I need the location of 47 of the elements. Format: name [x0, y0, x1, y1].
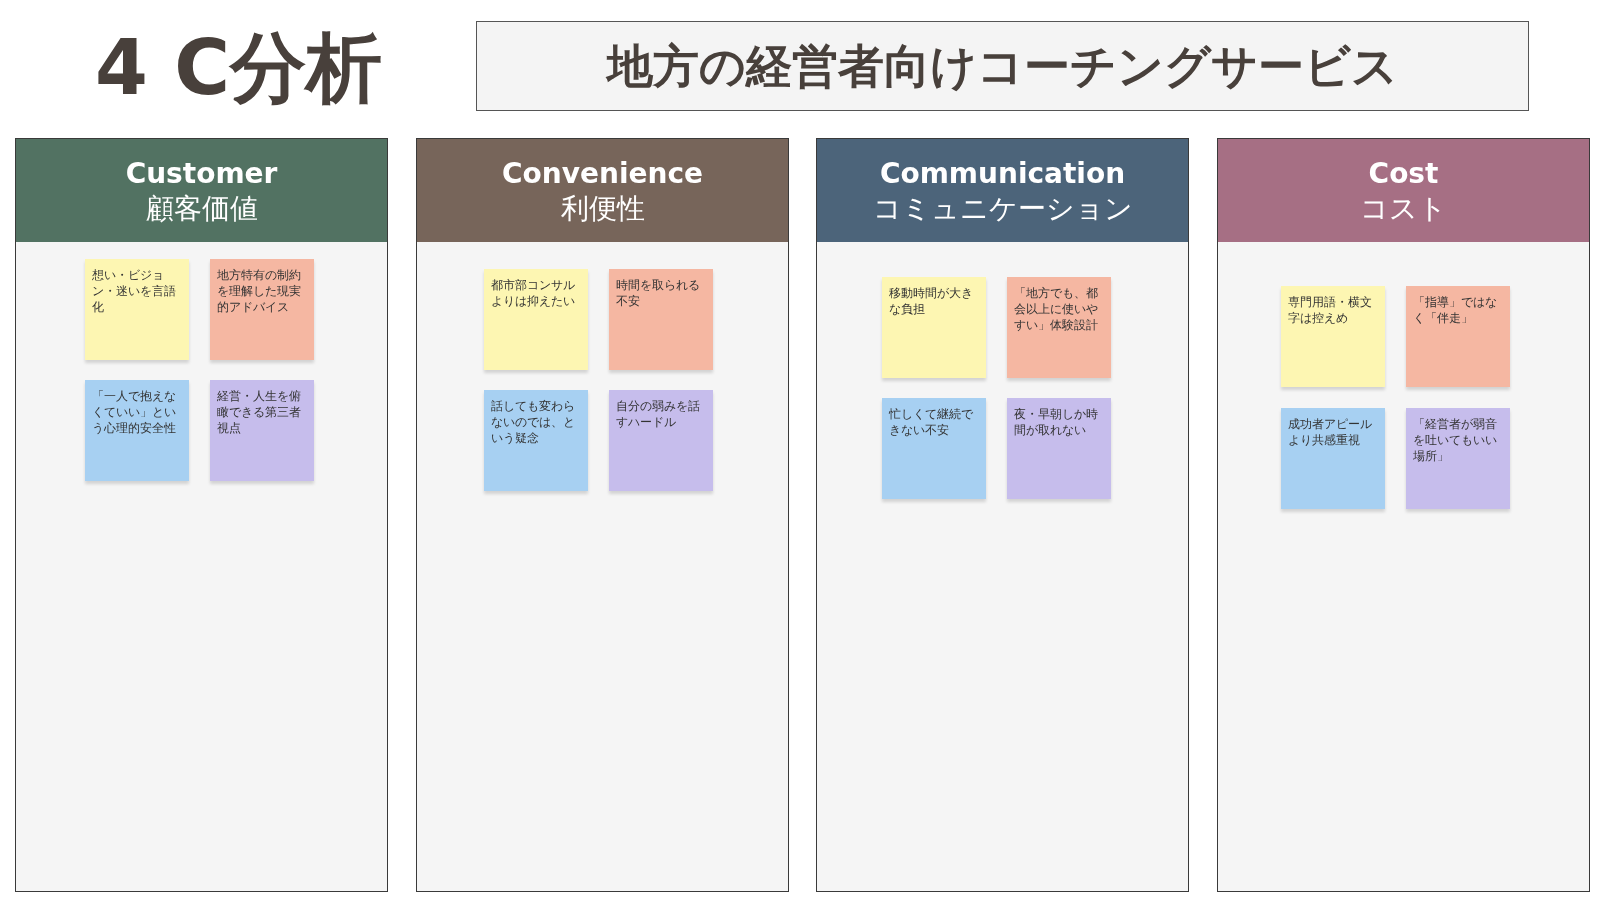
note-text: 「指導」ではなく「伴走」	[1413, 294, 1498, 326]
category-column	[816, 138, 1189, 892]
note-text: 移動時間が大きな負担	[889, 285, 974, 317]
note-text: 「地方でも、都会以上に使いやすい」体験設計	[1014, 285, 1099, 333]
category-name-en: Convenience	[502, 155, 703, 191]
sticky-note	[882, 398, 986, 499]
note-text: 話しても変わらないのでは、という疑念	[491, 398, 576, 446]
category-column	[1217, 138, 1590, 892]
page-title: 4 C分析	[95, 30, 383, 106]
note-text: 「一人で抱えなくていい」という心理的安全性	[92, 388, 177, 436]
note-text: 地方特有の制約を理解した現実的アドバイス	[217, 267, 302, 315]
category-column	[15, 138, 388, 892]
sticky-note	[210, 380, 314, 481]
sticky-note	[484, 269, 588, 370]
category-name-ja: 利便性	[560, 190, 645, 226]
sticky-note	[1406, 408, 1510, 509]
note-text: 夜・早朝しか時間が取れない	[1014, 406, 1099, 438]
sticky-note	[609, 390, 713, 491]
category-column	[416, 138, 789, 892]
note-text: 「経営者が弱音を吐いてもいい場所」	[1413, 416, 1498, 464]
note-text: 忙しくて継続できない不安	[889, 406, 974, 438]
subtitle-text: 地方の経営者向けコーチングサービス	[607, 40, 1398, 92]
sticky-note	[85, 259, 189, 360]
sticky-note	[1281, 408, 1385, 509]
sticky-note	[484, 390, 588, 491]
subtitle-banner	[476, 21, 1529, 111]
note-text: 想い・ビジョン・迷いを言語化	[92, 267, 177, 315]
sticky-note	[210, 259, 314, 360]
sticky-note	[882, 277, 986, 378]
category-name-ja: コミュニケーション	[872, 190, 1133, 226]
sticky-note	[85, 380, 189, 481]
sticky-note	[1281, 286, 1385, 387]
sticky-note	[1007, 398, 1111, 499]
category-name-ja: コスト	[1360, 190, 1447, 226]
category-name-en: Customer	[125, 155, 278, 191]
sticky-note	[609, 269, 713, 370]
note-text: 経営・人生を俯瞰できる第三者視点	[217, 388, 302, 436]
note-text: 専門用語・横文字は控えめ	[1288, 294, 1373, 326]
sticky-note	[1406, 286, 1510, 387]
category-name-en: Communication	[879, 155, 1126, 191]
note-text: 時間を取られる不安	[616, 277, 701, 309]
note-text: 成功者アピールより共感重視	[1288, 416, 1373, 448]
category-name-en: Cost	[1368, 155, 1439, 191]
note-text: 自分の弱みを話すハードル	[616, 398, 701, 430]
note-text: 都市部コンサルよりは抑えたい	[491, 277, 576, 309]
category-name-ja: 顧客価値	[145, 190, 258, 226]
sticky-note	[1007, 277, 1111, 378]
